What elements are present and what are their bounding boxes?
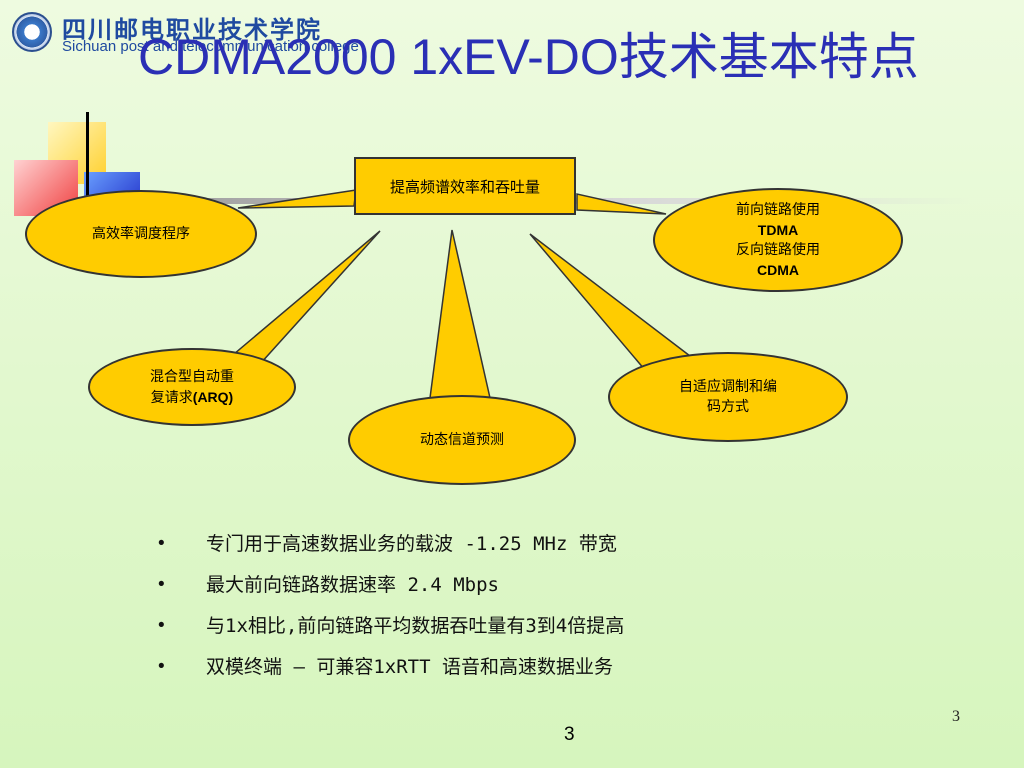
bullet-dot-icon: •: [158, 574, 165, 595]
node-tdma-label: TDMA: [757, 222, 799, 238]
node-forward-label: 前向链路使用: [736, 202, 820, 218]
bullet-dot-icon: •: [158, 533, 165, 554]
node-tdma-cdma: 前向链路使用 TDMA 反向链路使用 CDMA: [653, 188, 903, 292]
bullet-item: • 最大前向链路数据速率 2.4 Mbps: [158, 569, 958, 610]
connector-channel: [429, 229, 491, 399]
connector-scheduler: [237, 189, 357, 209]
bullet-dot-icon: •: [158, 656, 165, 677]
bullet-dot-icon: •: [158, 615, 165, 636]
node-reverse-label: 反向链路使用: [736, 242, 820, 258]
college-logo: 四川邮电职业技术学院 Sichuan post and telecommunic…: [8, 8, 408, 56]
college-name-cn: 四川邮电职业技术学院: [62, 15, 322, 44]
node-modulation-line2: 码方式: [707, 399, 749, 415]
node-arq-abbrev: (ARQ): [192, 388, 234, 405]
node-scheduler-label: 高效率调度程序: [92, 226, 190, 242]
node-channel-label: 动态信道预测: [420, 432, 504, 448]
bullet-item: • 专门用于高速数据业务的载波 -1.25 MHz 带宽: [158, 528, 958, 569]
center-goal-box: 提高频谱效率和吞吐量: [354, 157, 576, 215]
node-modulation-line1: 自适应调制和编: [679, 379, 777, 395]
bullet-item: • 与1x相比,前向链路平均数据吞吐量有3到4倍提高: [158, 610, 958, 651]
college-emblem-icon: [12, 12, 52, 52]
decor-vertical-line: [86, 112, 89, 212]
slide-title: CDMA2000 1xEV-DO技术基本特点: [138, 29, 919, 85]
bullet-text: 双模终端 – 可兼容1xRTT 语音和高速数据业务: [206, 656, 613, 678]
feature-bullet-list: • 专门用于高速数据业务的载波 -1.25 MHz 带宽 • 最大前向链路数据速率 …: [158, 528, 958, 692]
college-name-en: Sichuan post and telecommunication colle…: [62, 38, 359, 55]
node-arq: 混合型自动重 复请求(ARQ): [88, 348, 296, 426]
footer-page-number: 3: [564, 724, 575, 745]
node-arq-line1: 混合型自动重: [150, 368, 234, 385]
connector-tdma-cdma: [576, 193, 667, 215]
bullet-text: 最大前向链路数据速率 2.4 Mbps: [206, 574, 499, 596]
slide-number: 3: [952, 708, 960, 725]
node-scheduler: 高效率调度程序: [25, 190, 257, 278]
bullet-text: 与1x相比,前向链路平均数据吞吐量有3到4倍提高: [206, 615, 625, 637]
node-channel-prediction: 动态信道预测: [348, 395, 576, 485]
node-cdma-label: CDMA: [757, 262, 799, 278]
node-arq-line2: 复请求: [150, 389, 193, 406]
node-adaptive-modulation: 自适应调制和编 码方式: [608, 352, 848, 442]
bullet-item: • 双模终端 – 可兼容1xRTT 语音和高速数据业务: [158, 651, 958, 692]
bullet-text: 专门用于高速数据业务的载波 -1.25 MHz 带宽: [206, 533, 617, 555]
